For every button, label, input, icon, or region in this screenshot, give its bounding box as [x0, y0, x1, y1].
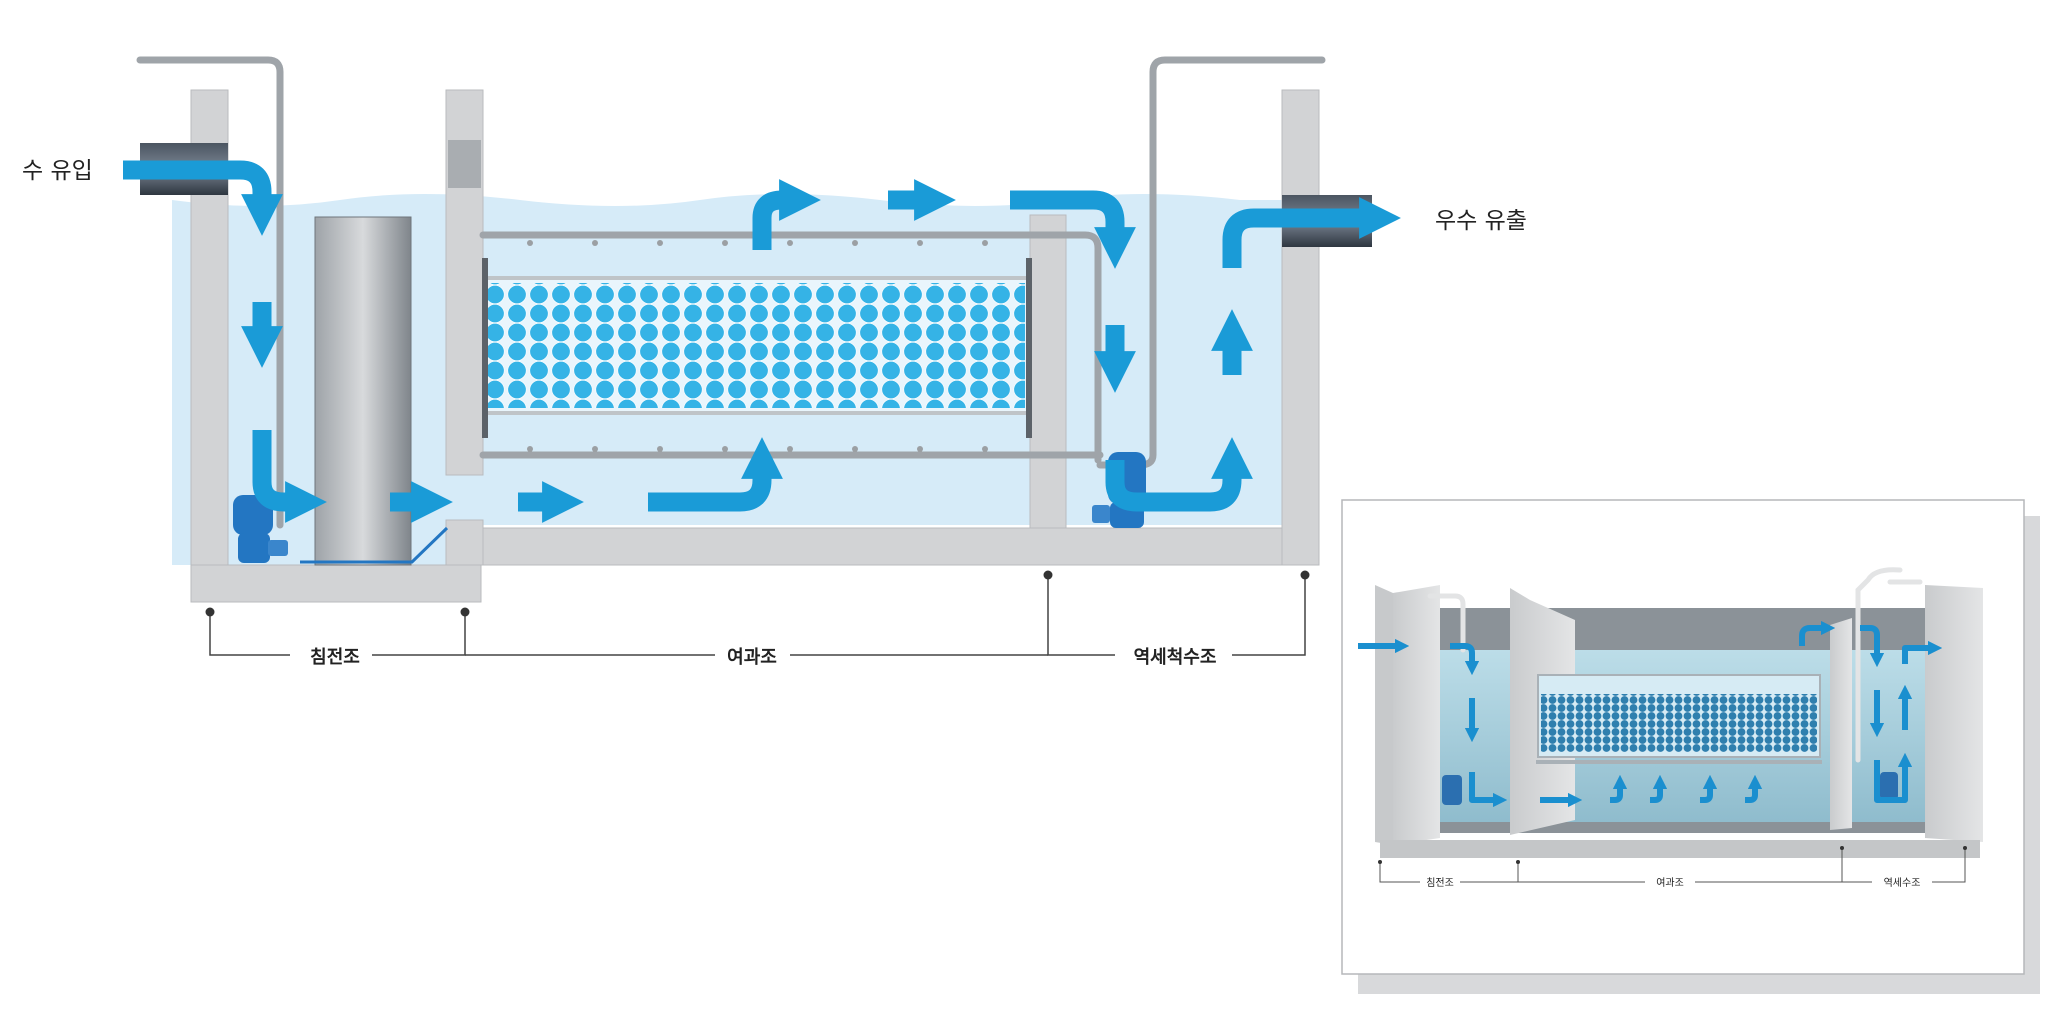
sedimentation-label: 침전조: [310, 647, 360, 668]
pipe-nozzles: [527, 240, 988, 452]
right-wall: [1281, 89, 1320, 566]
filtration-label: 여과조: [727, 647, 777, 668]
inflow-label: 수 유입: [22, 158, 93, 184]
inset-flow-arrow-icon: [1358, 620, 1943, 808]
inset-dimension-lines: [1379, 848, 1966, 883]
flow-arrow-icon: [123, 160, 1401, 523]
main-diagram: 수 유입 우수 유출 침전조 여과조 역세척수조: [22, 56, 1527, 668]
inset-filter-media: [1536, 674, 1822, 764]
sediment-cylinder: [314, 216, 412, 566]
inset-3d-view: 침전조 여과조 역세수조: [1341, 499, 2040, 994]
wall-opening: [448, 140, 481, 188]
backwash-label: 역세척수조: [1134, 647, 1217, 668]
inset-pump-icon-backwash: [1880, 772, 1898, 800]
inset-pump-icon: [1442, 775, 1462, 805]
section-dimension-lines: [209, 575, 1306, 656]
inset-dimension-dots: [1378, 846, 1967, 864]
floor-right: [477, 527, 1315, 566]
filter-media: [482, 258, 1032, 438]
dimension-dots: [205, 570, 1310, 617]
inset-backwash-label: 역세수조: [1884, 877, 1921, 889]
inset-sedimentation-label: 침전조: [1426, 877, 1454, 889]
inset-filtration-label: 여과조: [1656, 877, 1684, 889]
inset-pipe-icon: [1427, 567, 1923, 763]
outflow-label: 우수 유출: [1435, 208, 1527, 234]
baffle-plate: [300, 526, 449, 564]
middle-wall-lower: [445, 519, 484, 566]
divider-wall: [1029, 214, 1067, 529]
concrete-tank: [190, 89, 1320, 603]
floor-left: [190, 564, 482, 603]
